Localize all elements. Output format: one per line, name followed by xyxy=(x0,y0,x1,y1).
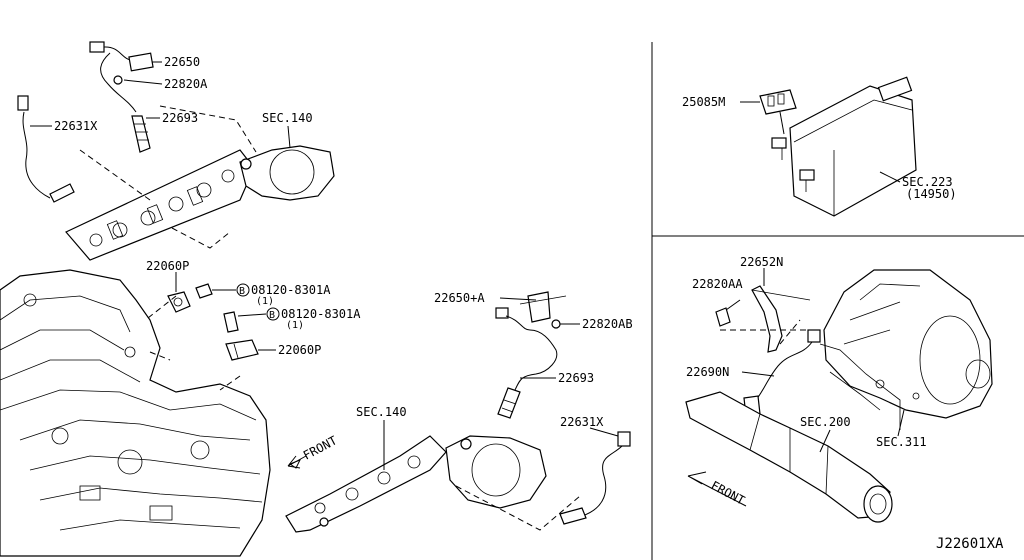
leader-bolt-2 xyxy=(237,313,267,317)
leader-22820AA xyxy=(725,299,741,311)
label-front-left: FRONT xyxy=(301,433,339,462)
bolt-marker-2-letter: B xyxy=(269,310,275,321)
label-sec223: SEC.223 xyxy=(902,175,953,189)
label-sec140-bot: SEC.140 xyxy=(356,405,407,419)
leader-22820A xyxy=(123,79,163,85)
label-sec223-sub: (14950) xyxy=(906,187,957,201)
label-bolt-1: 08120-8301A xyxy=(251,283,331,297)
leader-sec223 xyxy=(879,171,901,183)
dashed-outline-knock xyxy=(147,295,241,391)
solenoid-valve-25085M xyxy=(759,89,797,135)
label-22631X-top: 22631X xyxy=(54,119,98,133)
dashed-outline-right xyxy=(720,319,810,345)
label-bolt-2: 08120-8301A xyxy=(281,307,361,321)
evap-canister xyxy=(771,76,917,217)
transmission xyxy=(823,269,993,419)
label-22631X-bot: 22631X xyxy=(560,415,604,429)
label-22690N: 22690N xyxy=(686,365,729,379)
oxygen-sensor-22690N xyxy=(743,329,821,417)
bracket-22652N xyxy=(751,285,811,353)
label-front-right: FRONT xyxy=(709,478,747,507)
label-22650: 22650 xyxy=(164,55,200,69)
label-22820A: 22820A xyxy=(164,77,208,91)
oxygen-sensor-22631X-top xyxy=(17,95,75,203)
label-sec200: SEC.200 xyxy=(800,415,851,429)
label-22060P-a: 22060P xyxy=(146,259,189,273)
label-22693-top: 22693 xyxy=(162,111,198,125)
bolt-marker-1 xyxy=(236,283,250,297)
oxygen-sensor-22693-top xyxy=(131,115,151,153)
leader-22650A xyxy=(499,297,537,301)
dashed-outline-top xyxy=(79,105,257,249)
knock-sensor-22060P-a xyxy=(167,291,191,313)
exhaust-pipe-sec200 xyxy=(685,391,893,523)
bolt-22820AB xyxy=(551,319,561,329)
drawing-id: J22601XA xyxy=(936,536,1004,552)
front-arrow-left xyxy=(287,455,307,469)
bolt-marker-1-letter: B xyxy=(239,286,245,297)
label-22820AA: 22820AA xyxy=(692,277,743,291)
label-sec311: SEC.311 xyxy=(876,435,927,449)
engine-block xyxy=(0,269,271,557)
engine-outline-right xyxy=(819,343,901,430)
label-22820AB: 22820AB xyxy=(582,317,633,331)
oxygen-sensor-22631X-bot xyxy=(559,431,631,525)
label-22693-mid: 22693 xyxy=(558,371,594,385)
bolt-marker-2 xyxy=(266,307,280,321)
label-sec140-top: SEC.140 xyxy=(262,111,313,125)
label-22652N: 22652N xyxy=(740,255,783,269)
leader-sec140-top xyxy=(287,125,291,149)
front-arrow-right xyxy=(687,471,747,507)
exhaust-manifold-top xyxy=(65,149,255,261)
leader-22690N xyxy=(741,371,775,377)
leader-sec200 xyxy=(819,429,831,453)
catalytic-converter-bottom xyxy=(445,435,547,509)
catalytic-converter-top xyxy=(239,145,335,201)
label-22060P-b: 22060P xyxy=(278,343,321,357)
bolt-1 xyxy=(195,283,213,299)
knock-sensor-22060P-b xyxy=(225,339,259,361)
oxygen-sensor-22693-mid xyxy=(497,387,521,419)
bolt-2 xyxy=(223,311,239,333)
label-bolt-2-qty: (1) xyxy=(286,320,304,331)
leader-22631X-bot xyxy=(589,427,619,437)
sensor-22650A xyxy=(495,291,567,393)
sensor-22650 xyxy=(89,41,154,113)
label-bolt-1-qty: (1) xyxy=(256,296,274,307)
label-25085M: 25085M xyxy=(682,95,725,109)
bolt-22820AA xyxy=(715,307,731,327)
dashed-outline-bottom xyxy=(455,485,581,531)
exhaust-manifold-bottom xyxy=(285,435,447,533)
leader-sec311 xyxy=(897,409,905,437)
label-22650A: 22650+A xyxy=(434,291,485,305)
